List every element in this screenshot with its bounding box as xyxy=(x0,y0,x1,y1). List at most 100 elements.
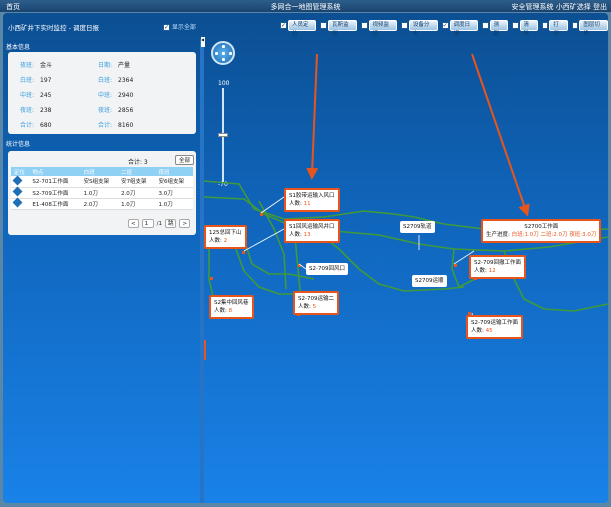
map-label-people: 人数: 11 xyxy=(289,200,335,208)
locate-cell[interactable] xyxy=(11,197,30,210)
layer-checkbox-4[interactable]: ✓ xyxy=(441,22,449,29)
map-label-people: 人数: 5 xyxy=(298,303,334,311)
home-link[interactable]: 首页 xyxy=(6,3,20,11)
map-label-title: S2-709回风口 xyxy=(309,266,345,272)
map-label-left-cut[interactable]: 125总回下山人数: 2 xyxy=(204,225,247,249)
map-label-s1-entrance[interactable]: S1胶带运输入风口人数: 11 xyxy=(284,188,340,212)
map-label-people: 人数: 13 xyxy=(289,231,335,239)
layer-button-label[interactable]: 人员定位 xyxy=(288,20,317,37)
info-row: 夜班:金斗 xyxy=(20,60,52,69)
map-label-s2-709-mine[interactable]: S2-709运输二人数: 5 xyxy=(293,291,339,315)
layer-button-label[interactable]: 设备分布 xyxy=(408,20,438,37)
layer-button-label[interactable]: 清除 xyxy=(519,20,538,37)
layer-button-label[interactable]: 视频监控 xyxy=(368,20,398,37)
map-label-s2-709-belt[interactable]: S2709运顺 xyxy=(412,275,447,287)
layer-button-7[interactable]: 打印 xyxy=(541,20,568,37)
map-scroll-handle[interactable] xyxy=(204,340,206,360)
show-all-toggle[interactable]: ✓ 显示全部 xyxy=(163,22,196,31)
layer-checkbox-0[interactable]: ✓ xyxy=(280,22,287,29)
info-value: 2856 xyxy=(118,107,134,114)
people-count: 11 xyxy=(303,201,311,207)
map-label-s2-700-face[interactable]: S2700工作面生产进度: 白班:1.0刀 二班:2.0刀 夜班:3.0刀 xyxy=(481,219,602,243)
map-label-s2-709-pick[interactable]: S2-709运输工作面人数: 45 xyxy=(466,315,523,339)
map-label-s2-709-rail[interactable]: S2709轨道 xyxy=(400,221,435,233)
user-menu[interactable]: 安全管理系统 小西矿选择 登出 xyxy=(511,3,607,11)
layer-checkbox-5[interactable] xyxy=(482,22,489,29)
panel-divider[interactable] xyxy=(200,39,204,503)
progress-label: 生产进度: xyxy=(486,232,510,238)
layer-checkbox-7[interactable] xyxy=(541,22,549,29)
info-value: 产量 xyxy=(118,62,131,69)
map-label-s2-mid[interactable]: S2集中回风巷人数: 8 xyxy=(209,295,254,319)
info-value: 238 xyxy=(40,107,52,114)
layer-button-label[interactable]: 调度日报 xyxy=(449,20,479,37)
map-label-people: 人数: 8 xyxy=(214,307,249,315)
jump-button[interactable]: 跳 xyxy=(164,219,177,228)
locate-cell[interactable] xyxy=(11,186,30,199)
people-count: 8 xyxy=(228,308,233,314)
zoom-slider-handle[interactable] xyxy=(218,132,228,137)
window-titlebar: 首页 多网合一地图管理系统 安全管理系统 小西矿选择 登出 xyxy=(0,0,611,12)
page-input[interactable]: 1 xyxy=(141,219,154,228)
table-cell: S2-701工作面 xyxy=(29,176,81,188)
prev-page-button[interactable]: < xyxy=(128,219,139,228)
info-key: 中班: xyxy=(98,92,113,99)
info-key: 白班: xyxy=(20,77,35,84)
layer-checkbox-2[interactable] xyxy=(360,22,368,29)
locate-icon[interactable] xyxy=(12,197,23,208)
info-value: 2940 xyxy=(118,92,134,99)
people-count: 45 xyxy=(485,328,493,334)
info-value: 197 xyxy=(40,77,52,84)
layer-button-0[interactable]: ✓人员定位 xyxy=(280,20,317,37)
page-total: /1 xyxy=(156,220,162,227)
map-label-title: S1胶带运输入风口 xyxy=(289,193,335,199)
layer-button-2[interactable]: 视频监控 xyxy=(360,20,398,37)
locate-icon[interactable] xyxy=(12,186,23,197)
locate-cell[interactable] xyxy=(11,175,30,188)
show-all-checkbox[interactable]: ✓ xyxy=(163,24,170,31)
people-label: 人数: xyxy=(214,308,227,314)
layer-checkbox-6[interactable] xyxy=(511,22,519,29)
map-label-title: 125总回下山 xyxy=(209,230,242,236)
layer-checkbox-3[interactable] xyxy=(401,22,408,29)
info-key: 合计: xyxy=(20,122,35,129)
map-label-s1-return[interactable]: S1回风运输风井口人数: 13 xyxy=(284,219,340,243)
pan-control-icon[interactable] xyxy=(211,41,235,65)
layer-button-label[interactable]: 打印 xyxy=(549,20,568,37)
layer-button-3[interactable]: 设备分布 xyxy=(401,20,438,37)
layer-button-label[interactable]: 瓦斯监测 xyxy=(328,20,357,37)
layer-checkbox-1[interactable] xyxy=(320,22,328,29)
layer-button-6[interactable]: 清除 xyxy=(511,20,538,37)
next-page-button[interactable]: > xyxy=(179,219,191,228)
table-row[interactable]: S2-701工作面安S组支架安7组支架安6组支架 xyxy=(11,175,193,188)
map-label-title: S2709运顺 xyxy=(415,278,444,284)
info-key: 白班: xyxy=(98,77,113,84)
toolbar: 小西矿井下实时监控 - 调度日报 ✓ 显示全部 ✓人员定位瓦斯监测视频监控设备分… xyxy=(3,13,608,38)
info-row: 夜班:2856 xyxy=(98,105,133,114)
map-label-s2-709-work[interactable]: S2-709回撤工作面人数: 12 xyxy=(469,255,526,279)
people-label: 人数: xyxy=(209,238,222,244)
info-value: 2364 xyxy=(118,77,134,84)
layer-checkbox-8[interactable] xyxy=(571,22,579,29)
collapse-panel-icon[interactable]: ◀ xyxy=(201,37,205,47)
table-cell: 3.0刀 xyxy=(155,187,193,199)
layer-button-5[interactable]: 测距 xyxy=(482,20,508,37)
layer-button-label[interactable]: 测距 xyxy=(489,20,508,37)
column-header: 夜班 xyxy=(155,167,193,176)
label-leaders xyxy=(243,196,475,325)
info-value: 680 xyxy=(40,122,52,129)
layer-button-4[interactable]: ✓调度日报 xyxy=(441,20,479,37)
locate-icon[interactable] xyxy=(12,175,23,186)
table-cell: 1.0刀 xyxy=(118,198,156,210)
stats-header: 统计信息 xyxy=(6,141,31,148)
all-button[interactable]: 全部 xyxy=(175,155,195,165)
layer-button-label[interactable]: 图层切换 xyxy=(579,20,608,37)
layer-button-1[interactable]: 瓦斯监测 xyxy=(320,20,357,37)
stats-table-header: 定位地点白班二班夜班 xyxy=(11,167,193,176)
map-label-s2-709-window[interactable]: S2-709回风口 xyxy=(306,263,348,275)
layer-button-8[interactable]: 图层切换 xyxy=(571,20,608,37)
